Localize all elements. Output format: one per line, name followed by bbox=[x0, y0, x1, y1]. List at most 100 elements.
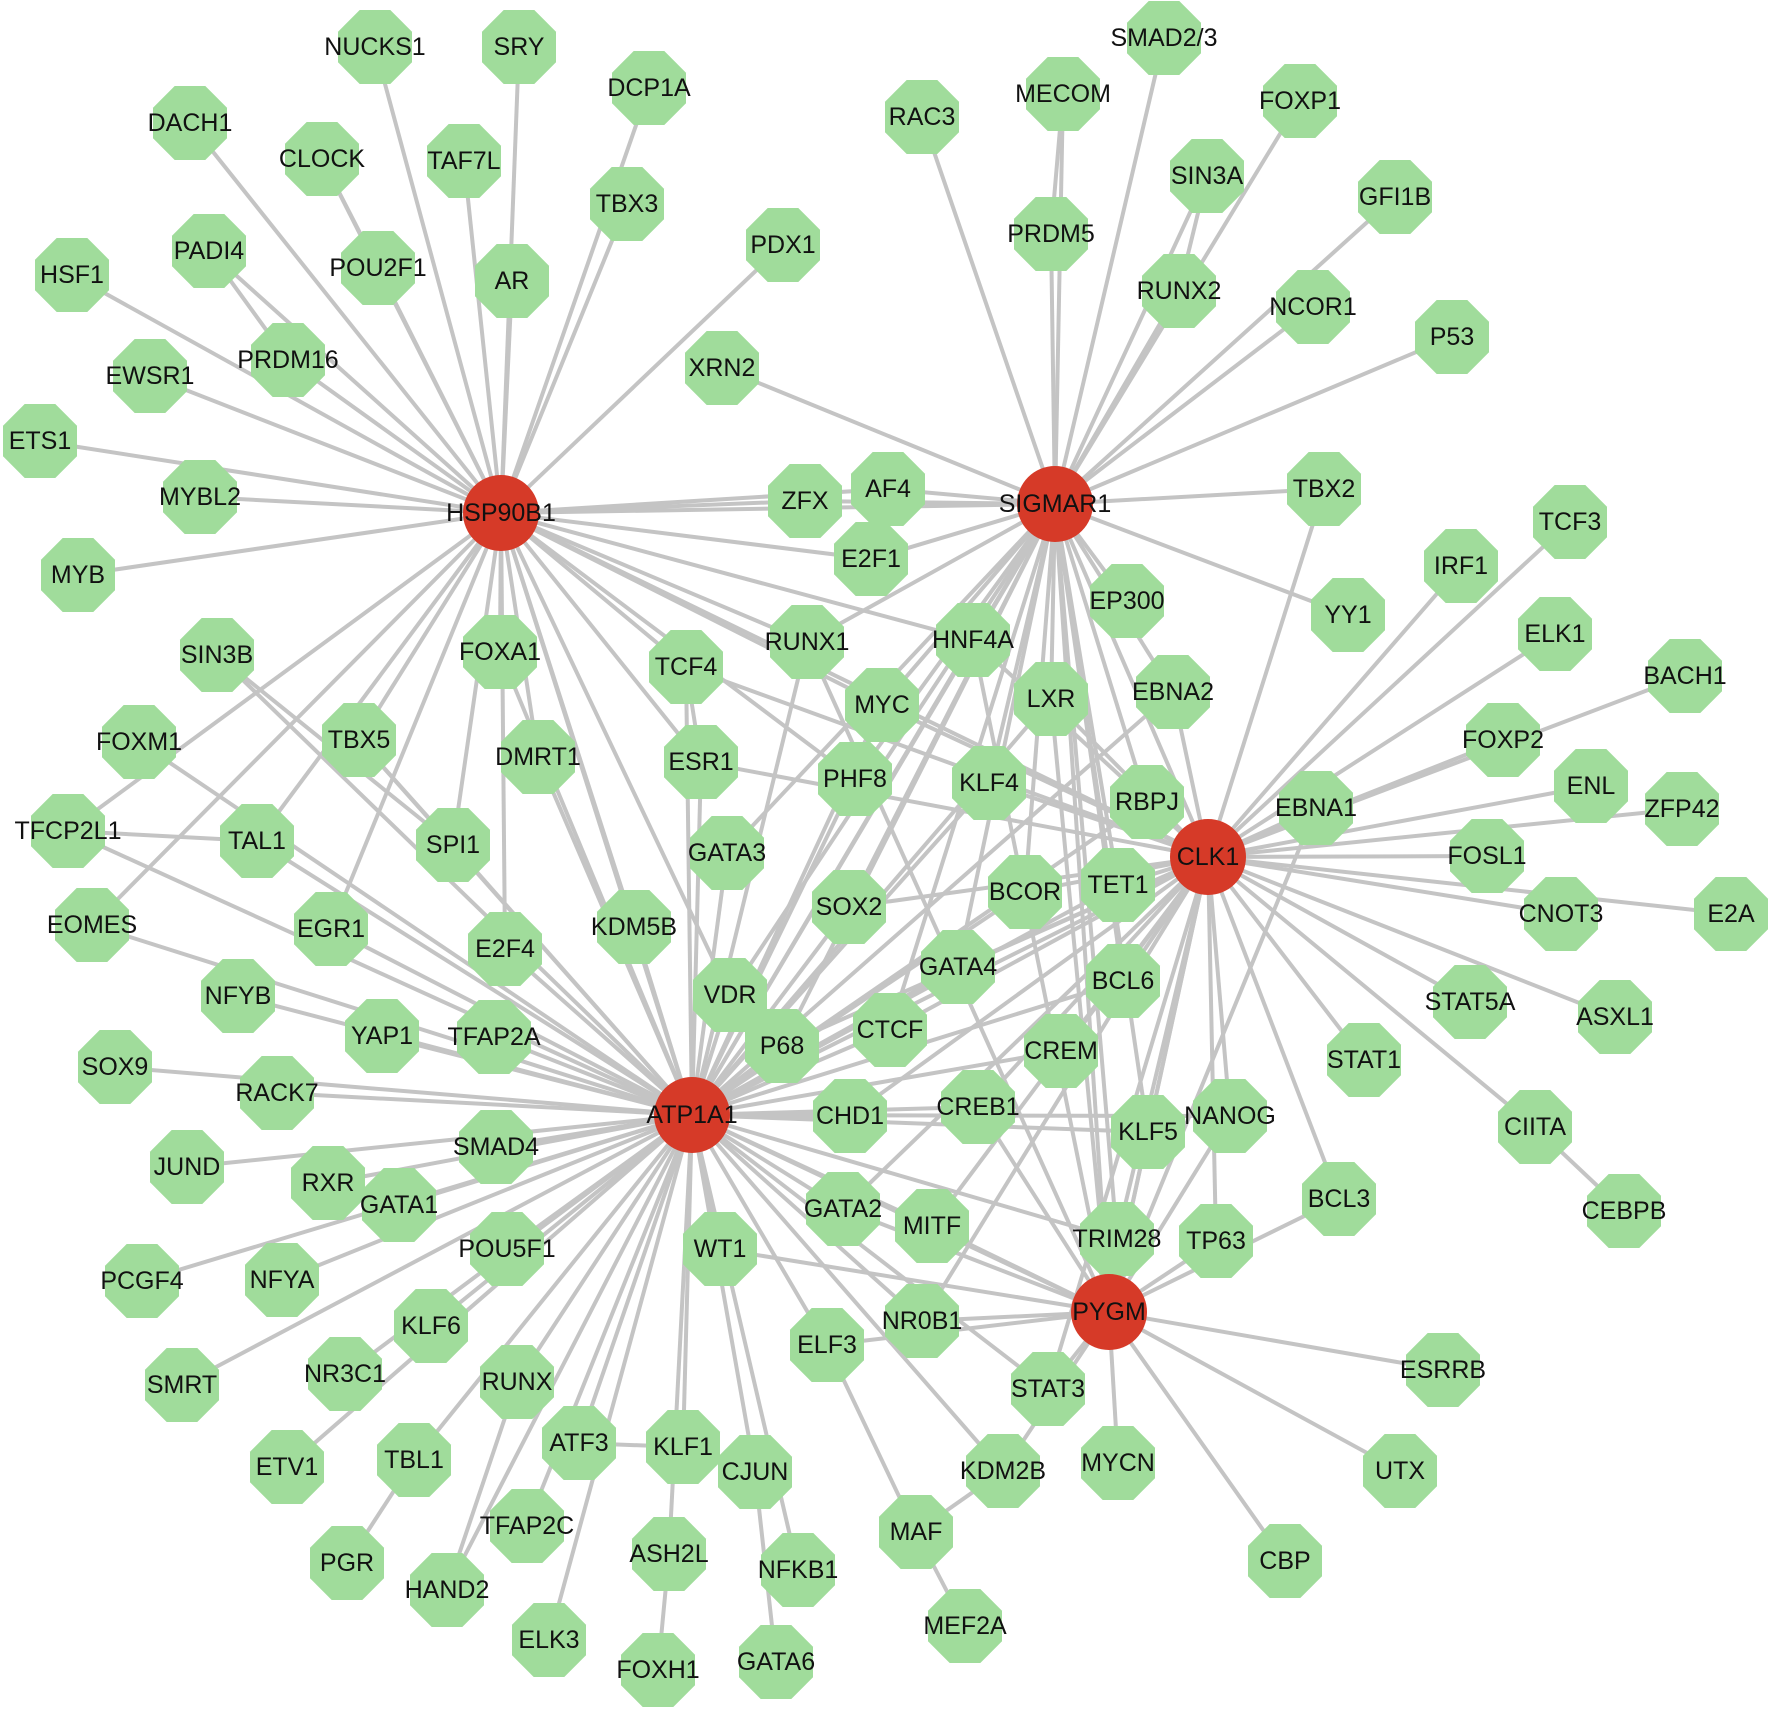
tf-node-nfyb[interactable]: NFYB bbox=[201, 959, 275, 1033]
tf-node-hnf4a[interactable]: HNF4A bbox=[932, 603, 1014, 677]
tf-node-e2a[interactable]: E2A bbox=[1694, 877, 1768, 951]
tf-node-ewsr1[interactable]: EWSR1 bbox=[106, 339, 195, 413]
tf-node-bcl6[interactable]: BCL6 bbox=[1086, 944, 1160, 1018]
tf-node-vdr[interactable]: VDR bbox=[693, 958, 767, 1032]
tf-node-creb1[interactable]: CREB1 bbox=[936, 1070, 1020, 1144]
tf-node-tcf4[interactable]: TCF4 bbox=[649, 630, 723, 704]
tf-node-gata3[interactable]: GATA3 bbox=[688, 816, 766, 890]
tf-node-stat3[interactable]: STAT3 bbox=[1011, 1352, 1085, 1426]
tf-node-runx2[interactable]: RUNX2 bbox=[1137, 254, 1222, 328]
tf-node-klf1[interactable]: KLF1 bbox=[646, 1410, 720, 1484]
tf-node-rack7[interactable]: RACK7 bbox=[235, 1056, 319, 1130]
tf-node-utx[interactable]: UTX bbox=[1363, 1434, 1437, 1508]
tf-node-ctcf[interactable]: CTCF bbox=[853, 993, 927, 1067]
tf-node-stat1[interactable]: STAT1 bbox=[1327, 1023, 1401, 1097]
tf-node-hsf1[interactable]: HSF1 bbox=[35, 238, 109, 312]
tf-node-runx1[interactable]: RUNX1 bbox=[765, 605, 850, 679]
tf-node-cnot3[interactable]: CNOT3 bbox=[1519, 877, 1604, 951]
tf-node-foxm1[interactable]: FOXM1 bbox=[96, 705, 182, 779]
tf-node-gfi1b[interactable]: GFI1B bbox=[1358, 160, 1432, 234]
tf-node-egr1[interactable]: EGR1 bbox=[294, 892, 368, 966]
tf-node-lxr[interactable]: LXR bbox=[1014, 662, 1088, 736]
tf-node-jund[interactable]: JUND bbox=[150, 1130, 224, 1204]
tf-node-mitf[interactable]: MITF bbox=[895, 1189, 969, 1263]
tf-node-pcgf4[interactable]: PCGF4 bbox=[100, 1244, 184, 1318]
tf-node-klf6[interactable]: KLF6 bbox=[394, 1289, 468, 1363]
hub-node-clk1[interactable]: CLK1 bbox=[1170, 819, 1246, 895]
tf-node-tcf3[interactable]: TCF3 bbox=[1533, 485, 1607, 559]
tf-node-cjun[interactable]: CJUN bbox=[718, 1435, 792, 1509]
tf-node-atf3[interactable]: ATF3 bbox=[542, 1406, 616, 1480]
tf-node-tfcp2l1[interactable]: TFCP2L1 bbox=[15, 794, 122, 868]
tf-node-gata1[interactable]: GATA1 bbox=[360, 1168, 438, 1242]
tf-node-sin3b[interactable]: SIN3B bbox=[180, 618, 254, 692]
tf-node-padi4[interactable]: PADI4 bbox=[172, 214, 246, 288]
tf-node-ash2l[interactable]: ASH2L bbox=[629, 1517, 709, 1591]
tf-node-tet1[interactable]: TET1 bbox=[1081, 848, 1155, 922]
tf-node-p68[interactable]: P68 bbox=[745, 1009, 819, 1083]
tf-node-kdm2b[interactable]: KDM2B bbox=[960, 1434, 1046, 1508]
tf-node-rac3[interactable]: RAC3 bbox=[885, 80, 959, 154]
tf-node-pou5f1[interactable]: POU5F1 bbox=[458, 1212, 556, 1286]
hub-node-pygm[interactable]: PYGM bbox=[1071, 1274, 1147, 1350]
tf-node-kdm5b[interactable]: KDM5B bbox=[591, 890, 677, 964]
tf-node-tbl1[interactable]: TBL1 bbox=[377, 1423, 451, 1497]
tf-node-fosl1[interactable]: FOSL1 bbox=[1447, 819, 1527, 893]
tf-node-spi1[interactable]: SPI1 bbox=[416, 808, 490, 882]
tf-node-dcp1a[interactable]: DCP1A bbox=[607, 51, 691, 125]
tf-node-myc[interactable]: MYC bbox=[845, 668, 919, 742]
tf-node-mef2a[interactable]: MEF2A bbox=[923, 1589, 1007, 1663]
tf-node-prdm5[interactable]: PRDM5 bbox=[1007, 197, 1095, 271]
tf-node-e2f1[interactable]: E2F1 bbox=[834, 522, 908, 596]
tf-node-rxr[interactable]: RXR bbox=[291, 1146, 365, 1220]
tf-node-pou2f1[interactable]: POU2F1 bbox=[329, 231, 427, 305]
hub-node-atp1a1[interactable]: ATP1A1 bbox=[646, 1077, 738, 1153]
tf-node-ets1[interactable]: ETS1 bbox=[3, 404, 77, 478]
tf-node-esrrb[interactable]: ESRRB bbox=[1400, 1333, 1486, 1407]
tf-node-bcor[interactable]: BCOR bbox=[988, 855, 1062, 929]
tf-node-etv1[interactable]: ETV1 bbox=[250, 1430, 324, 1504]
tf-node-elk3[interactable]: ELK3 bbox=[512, 1603, 586, 1677]
tf-node-nanog[interactable]: NANOG bbox=[1184, 1079, 1276, 1153]
tf-node-myb[interactable]: MYB bbox=[41, 538, 115, 612]
tf-node-ciita[interactable]: CIITA bbox=[1498, 1090, 1572, 1164]
tf-node-elk1[interactable]: ELK1 bbox=[1518, 597, 1592, 671]
tf-node-crem[interactable]: CREM bbox=[1024, 1014, 1098, 1088]
tf-node-irf1[interactable]: IRF1 bbox=[1424, 529, 1498, 603]
tf-node-foxh1[interactable]: FOXH1 bbox=[616, 1633, 700, 1707]
hub-node-hsp90b1[interactable]: HSP90B1 bbox=[446, 475, 556, 551]
tf-node-bach1[interactable]: BACH1 bbox=[1643, 639, 1727, 713]
tf-node-sin3a[interactable]: SIN3A bbox=[1170, 139, 1244, 213]
tf-node-tp63[interactable]: TP63 bbox=[1179, 1204, 1253, 1278]
tf-node-trim28[interactable]: TRIM28 bbox=[1073, 1202, 1162, 1276]
tf-node-ebna1[interactable]: EBNA1 bbox=[1275, 771, 1357, 845]
tf-node-nucks1[interactable]: NUCKS1 bbox=[324, 10, 426, 84]
tf-node-ar[interactable]: AR bbox=[475, 244, 549, 318]
tf-node-yy1[interactable]: YY1 bbox=[1311, 578, 1385, 652]
tf-node-sox2[interactable]: SOX2 bbox=[812, 870, 886, 944]
tf-node-enl[interactable]: ENL bbox=[1554, 749, 1628, 823]
tf-node-nr0b1[interactable]: NR0B1 bbox=[882, 1284, 963, 1358]
tf-node-gata4[interactable]: GATA4 bbox=[919, 930, 997, 1004]
tf-node-mybl2[interactable]: MYBL2 bbox=[159, 460, 241, 534]
tf-node-nr3c1[interactable]: NR3C1 bbox=[304, 1337, 386, 1411]
tf-node-gata2[interactable]: GATA2 bbox=[804, 1172, 882, 1246]
tf-node-tfap2c[interactable]: TFAP2C bbox=[480, 1489, 574, 1563]
tf-node-ncor1[interactable]: NCOR1 bbox=[1269, 270, 1357, 344]
tf-node-pgr[interactable]: PGR bbox=[310, 1526, 384, 1600]
tf-node-taf7l[interactable]: TAF7L bbox=[427, 124, 501, 198]
tf-node-foxp1[interactable]: FOXP1 bbox=[1259, 64, 1341, 138]
tf-node-maf[interactable]: MAF bbox=[879, 1495, 953, 1569]
tf-node-dmrt1[interactable]: DMRT1 bbox=[495, 720, 581, 794]
tf-node-eomes[interactable]: EOMES bbox=[47, 888, 137, 962]
tf-node-smad4[interactable]: SMAD4 bbox=[453, 1110, 539, 1184]
tf-node-cbp[interactable]: CBP bbox=[1248, 1524, 1322, 1598]
tf-node-esr1[interactable]: ESR1 bbox=[664, 725, 738, 799]
tf-node-zfp42[interactable]: ZFP42 bbox=[1644, 772, 1720, 846]
tf-node-runx[interactable]: RUNX bbox=[480, 1345, 554, 1419]
tf-node-rbpj[interactable]: RBPJ bbox=[1110, 765, 1184, 839]
tf-node-tal1[interactable]: TAL1 bbox=[220, 804, 294, 878]
tf-node-chd1[interactable]: CHD1 bbox=[813, 1079, 887, 1153]
tf-node-tbx3[interactable]: TBX3 bbox=[590, 167, 664, 241]
tf-node-ep300[interactable]: EP300 bbox=[1089, 564, 1165, 638]
